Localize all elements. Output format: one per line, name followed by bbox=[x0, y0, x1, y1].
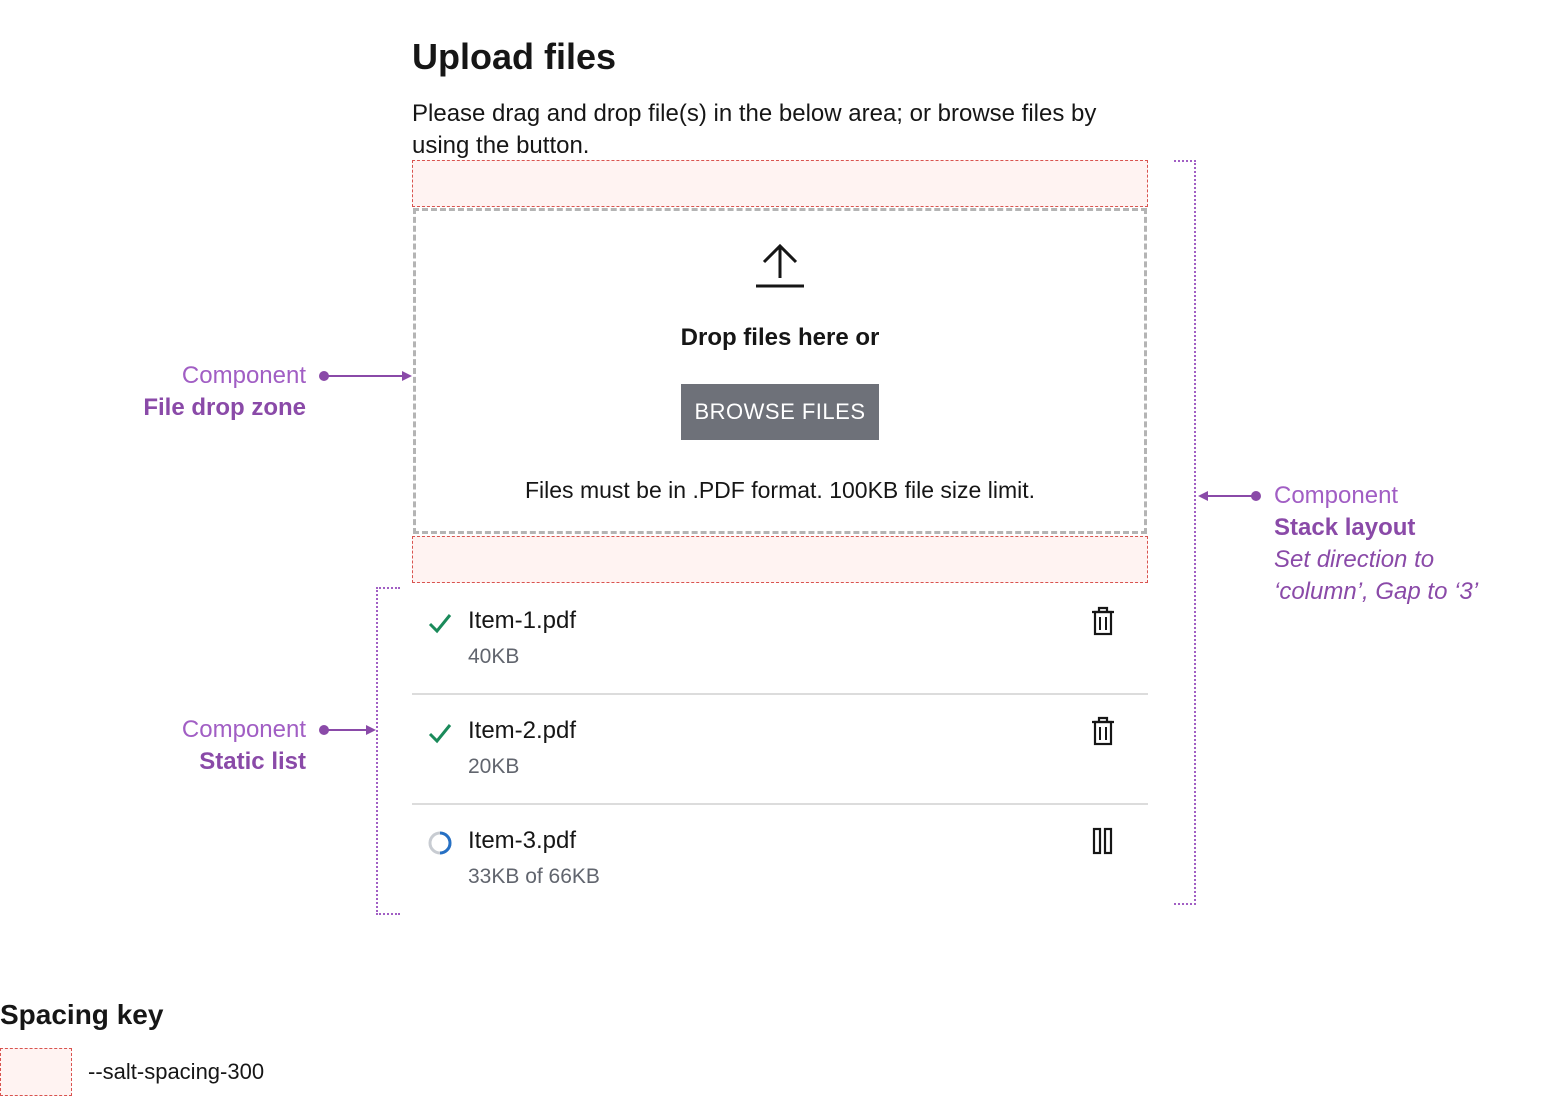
pause-icon[interactable] bbox=[1088, 825, 1118, 857]
list-annotation-arrow bbox=[319, 725, 376, 735]
page-description: Please drag and drop file(s) in the belo… bbox=[412, 100, 1097, 159]
list-item: Item-3.pdf 33KB of 66KB bbox=[412, 805, 1148, 915]
file-limit-text: Files must be in .PDF format. 100KB file… bbox=[525, 477, 1035, 503]
dropzone-annotation-kind: Component bbox=[181, 362, 306, 389]
legend-label: --salt-spacing-300 bbox=[88, 1059, 265, 1084]
list-item: Item-1.pdf 40KB bbox=[412, 585, 1148, 695]
upload-icon bbox=[756, 243, 804, 288]
file-progress-text: 33KB of 66KB bbox=[468, 865, 600, 888]
list-item: Item-2.pdf 20KB bbox=[412, 695, 1148, 805]
page-title: Upload files bbox=[412, 36, 617, 77]
checkmark-icon bbox=[428, 614, 452, 634]
stack-annotation-note-1: Set direction to bbox=[1274, 546, 1435, 573]
delete-icon[interactable] bbox=[1088, 605, 1118, 637]
stack-layout-bracket bbox=[1174, 160, 1196, 905]
stack-annotation-name: Stack layout bbox=[1274, 514, 1416, 541]
legend-title: Spacing key bbox=[0, 999, 164, 1030]
file-name: Item-3.pdf bbox=[468, 827, 577, 854]
stack-annotation-note-2: ‘column’, Gap to ‘3’ bbox=[1274, 578, 1479, 605]
list-annotation-name: Static list bbox=[199, 748, 306, 775]
file-size: 40KB bbox=[468, 645, 520, 668]
dropzone-annotation-arrow bbox=[319, 371, 412, 381]
checkmark-icon bbox=[428, 724, 452, 744]
progress-spinner-icon bbox=[428, 831, 452, 855]
browse-files-button[interactable]: BROWSE FILES bbox=[681, 384, 879, 440]
legend-swatch-spacing-300 bbox=[0, 1048, 72, 1096]
spacing-bottom bbox=[412, 536, 1148, 583]
static-list-bracket bbox=[376, 587, 400, 915]
file-size: 20KB bbox=[468, 755, 520, 778]
file-name: Item-1.pdf bbox=[468, 607, 577, 634]
drop-prompt: Drop files here or bbox=[680, 324, 880, 351]
spacing-top bbox=[412, 160, 1148, 207]
file-name: Item-2.pdf bbox=[468, 717, 577, 744]
stack-annotation-kind: Component bbox=[1274, 482, 1399, 509]
list-annotation-kind: Component bbox=[181, 716, 306, 743]
stack-annotation-arrow bbox=[1198, 491, 1261, 501]
dropzone-annotation-name: File drop zone bbox=[143, 394, 306, 421]
delete-icon[interactable] bbox=[1088, 715, 1118, 747]
